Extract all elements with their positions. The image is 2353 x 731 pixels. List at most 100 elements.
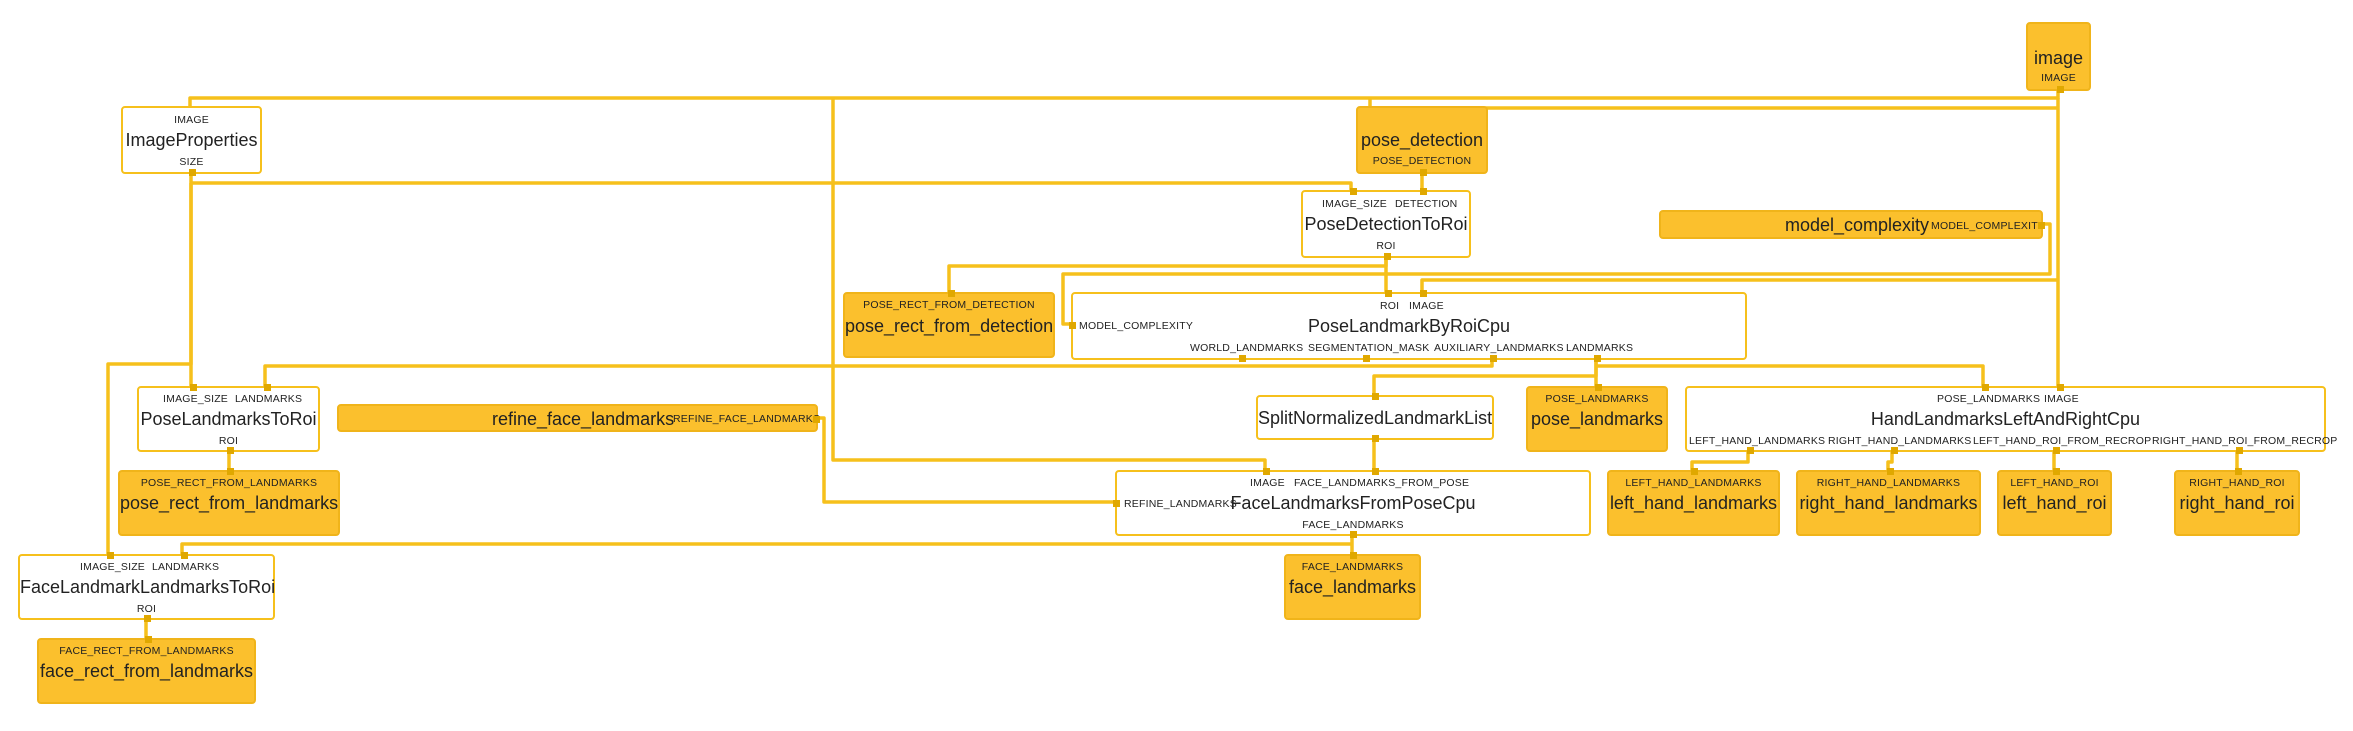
port-label: IMAGE (174, 114, 209, 126)
port-label: IMAGE_SIZE (80, 561, 146, 573)
port-label: LEFT_HAND_LANDMARKS (1689, 435, 1826, 447)
port (1420, 169, 1427, 176)
port (190, 384, 197, 391)
node-face-landmarks[interactable]: FACE_LANDMARKS face_landmarks (1284, 552, 1421, 620)
edge-lefthand (1690, 452, 1750, 470)
port-label: WORLD_LANDMARKS (1190, 342, 1304, 354)
node-left-hand-landmarks[interactable]: LEFT_HAND_LANDMARKS left_hand_landmarks (1607, 468, 1780, 536)
node-name: PoseLandmarksToRoi (140, 409, 317, 429)
edge-model-complexity (1061, 222, 2052, 326)
port (2235, 468, 2242, 475)
node-split-normalized-landmark-list[interactable]: SplitNormalizedLandmarkList (1256, 393, 1494, 442)
node-name: face_rect_from_landmarks (39, 661, 254, 681)
node-pose-landmarks-to-roi[interactable]: IMAGE_SIZE LANDMARKS PoseLandmarksToRoi … (137, 384, 320, 454)
port (227, 468, 234, 475)
node-name: model_complexity (1785, 215, 1930, 235)
port-label: ROI (1376, 240, 1396, 252)
node-right-hand-roi[interactable]: RIGHT_HAND_ROI right_hand_roi (2174, 468, 2300, 536)
port-label: DETECTION (1395, 198, 1458, 210)
port (1069, 322, 1076, 329)
port (264, 384, 271, 391)
edge-size-to-detection-roi (191, 181, 1353, 192)
node-hand-landmarks-left-and-right-cpu[interactable]: POSE_LANDMARKS IMAGE HandLandmarksLeftAn… (1685, 384, 2337, 454)
port-label: FACE_LANDMARKS (1302, 519, 1404, 531)
port (107, 552, 114, 559)
edge-refine (818, 416, 1114, 504)
port-label: LEFT_HAND_ROI (2010, 477, 2099, 489)
port (1420, 188, 1427, 195)
node-name: PoseLandmarkByRoiCpu (1307, 316, 1511, 336)
port (1113, 500, 1120, 507)
node-image[interactable]: image IMAGE (2026, 22, 2091, 93)
port (181, 552, 188, 559)
node-name: HandLandmarksLeftAndRightCpu (1870, 409, 2141, 429)
port (1372, 393, 1379, 400)
port (813, 416, 820, 423)
port (1891, 447, 1898, 454)
node-name: SplitNormalizedLandmarkList (1258, 408, 1493, 428)
port (2053, 447, 2060, 454)
node-name: ImageProperties (125, 130, 258, 150)
node-left-hand-roi[interactable]: LEFT_HAND_ROI left_hand_roi (1997, 468, 2112, 536)
edge-image-to-poselandmark-image (1420, 278, 2058, 292)
port-label: MODEL_COMPLEXITY (1931, 220, 2046, 232)
port (1595, 384, 1602, 391)
node-name: PoseDetectionToRoi (1304, 214, 1468, 234)
edge-image-to-imageproperties (188, 91, 2060, 108)
port-label: MODEL_COMPLEXITY (1079, 320, 1194, 332)
port-label: LANDMARKS (1566, 342, 1634, 354)
port (144, 615, 151, 622)
port-label: LANDMARKS (152, 561, 220, 573)
port (1372, 435, 1379, 442)
port (227, 447, 234, 454)
port (1350, 531, 1357, 538)
node-face-landmark-landmarks-to-roi[interactable]: IMAGE_SIZE LANDMARKS FaceLandmarkLandmar… (18, 552, 275, 622)
port-label: IMAGE (2041, 72, 2076, 84)
node-face-rect-from-landmarks[interactable]: FACE_RECT_FROM_LANDMARKS face_rect_from_… (37, 636, 256, 704)
node-pose-landmarks[interactable]: POSE_LANDMARKS pose_landmarks (1526, 384, 1668, 452)
node-pose-rect-from-landmarks[interactable]: POSE_RECT_FROM_LANDMARKS pose_rect_from_… (118, 468, 340, 536)
port (2053, 468, 2060, 475)
node-pose-detection[interactable]: pose_detection POSE_DETECTION (1356, 106, 1488, 176)
port (1887, 468, 1894, 475)
port (1982, 384, 1989, 391)
port (1385, 290, 1392, 297)
port-label: POSE_LANDMARKS (1545, 393, 1649, 405)
port-label: RIGHT_HAND_ROI (2189, 477, 2285, 489)
node-image-properties[interactable]: IMAGE ImageProperties SIZE (121, 106, 262, 176)
port-label: RIGHT_HAND_LANDMARKS (1816, 477, 1961, 489)
port (2057, 384, 2064, 391)
port-label: RIGHT_HAND_LANDMARKS (1828, 435, 1972, 447)
port (145, 636, 152, 643)
edge-face-to-roi (180, 542, 1352, 556)
node-name: right_hand_roi (2179, 493, 2295, 513)
port-label: REFINE_LANDMARKS (1124, 498, 1237, 510)
node-pose-landmark-by-roi-cpu[interactable]: ROI IMAGE MODEL_COMPLEXITY PoseLandmarkB… (1069, 290, 1747, 362)
node-pose-rect-from-detection[interactable]: POSE_RECT_FROM_DETECTION pose_rect_from_… (843, 290, 1055, 358)
port (2236, 447, 2243, 454)
node-name: left_hand_landmarks (1609, 493, 1778, 513)
port-label: IMAGE_SIZE (1322, 198, 1388, 210)
port-label: SIZE (179, 156, 204, 168)
port-label: LANDMARKS (235, 393, 303, 405)
port-label: FACE_LANDMARKS (1301, 561, 1404, 573)
port (1490, 355, 1497, 362)
port (1384, 253, 1391, 260)
node-face-landmarks-from-pose-cpu[interactable]: IMAGE FACE_LANDMARKS_FROM_POSE REFINE_LA… (1113, 468, 1591, 538)
node-pose-detection-to-roi[interactable]: IMAGE_SIZE DETECTION PoseDetectionToRoi … (1301, 188, 1471, 260)
port-label: IMAGE_SIZE (163, 393, 229, 405)
port-label: SEGMENTATION_MASK (1308, 342, 1430, 354)
port-label: LEFT_HAND_LANDMARKS (1625, 477, 1762, 489)
port (1691, 468, 1698, 475)
port (1363, 355, 1370, 362)
port (1372, 468, 1379, 475)
node-name: right_hand_landmarks (1799, 493, 1978, 513)
port-label: POSE_LANDMARKS (1937, 393, 2041, 405)
edge-size-to-facelandmark-roi (106, 183, 193, 556)
node-right-hand-landmarks[interactable]: RIGHT_HAND_LANDMARKS right_hand_landmark… (1796, 468, 1981, 536)
port-label: POSE_RECT_FROM_DETECTION (863, 299, 1035, 311)
node-refine-face-landmarks[interactable]: refine_face_landmarks REFINE_FACE_LANDMA… (337, 404, 821, 432)
node-model-complexity[interactable]: model_complexity MODEL_COMPLEXITY (1659, 210, 2046, 239)
port-label: REFINE_FACE_LANDMARKS (673, 413, 821, 425)
